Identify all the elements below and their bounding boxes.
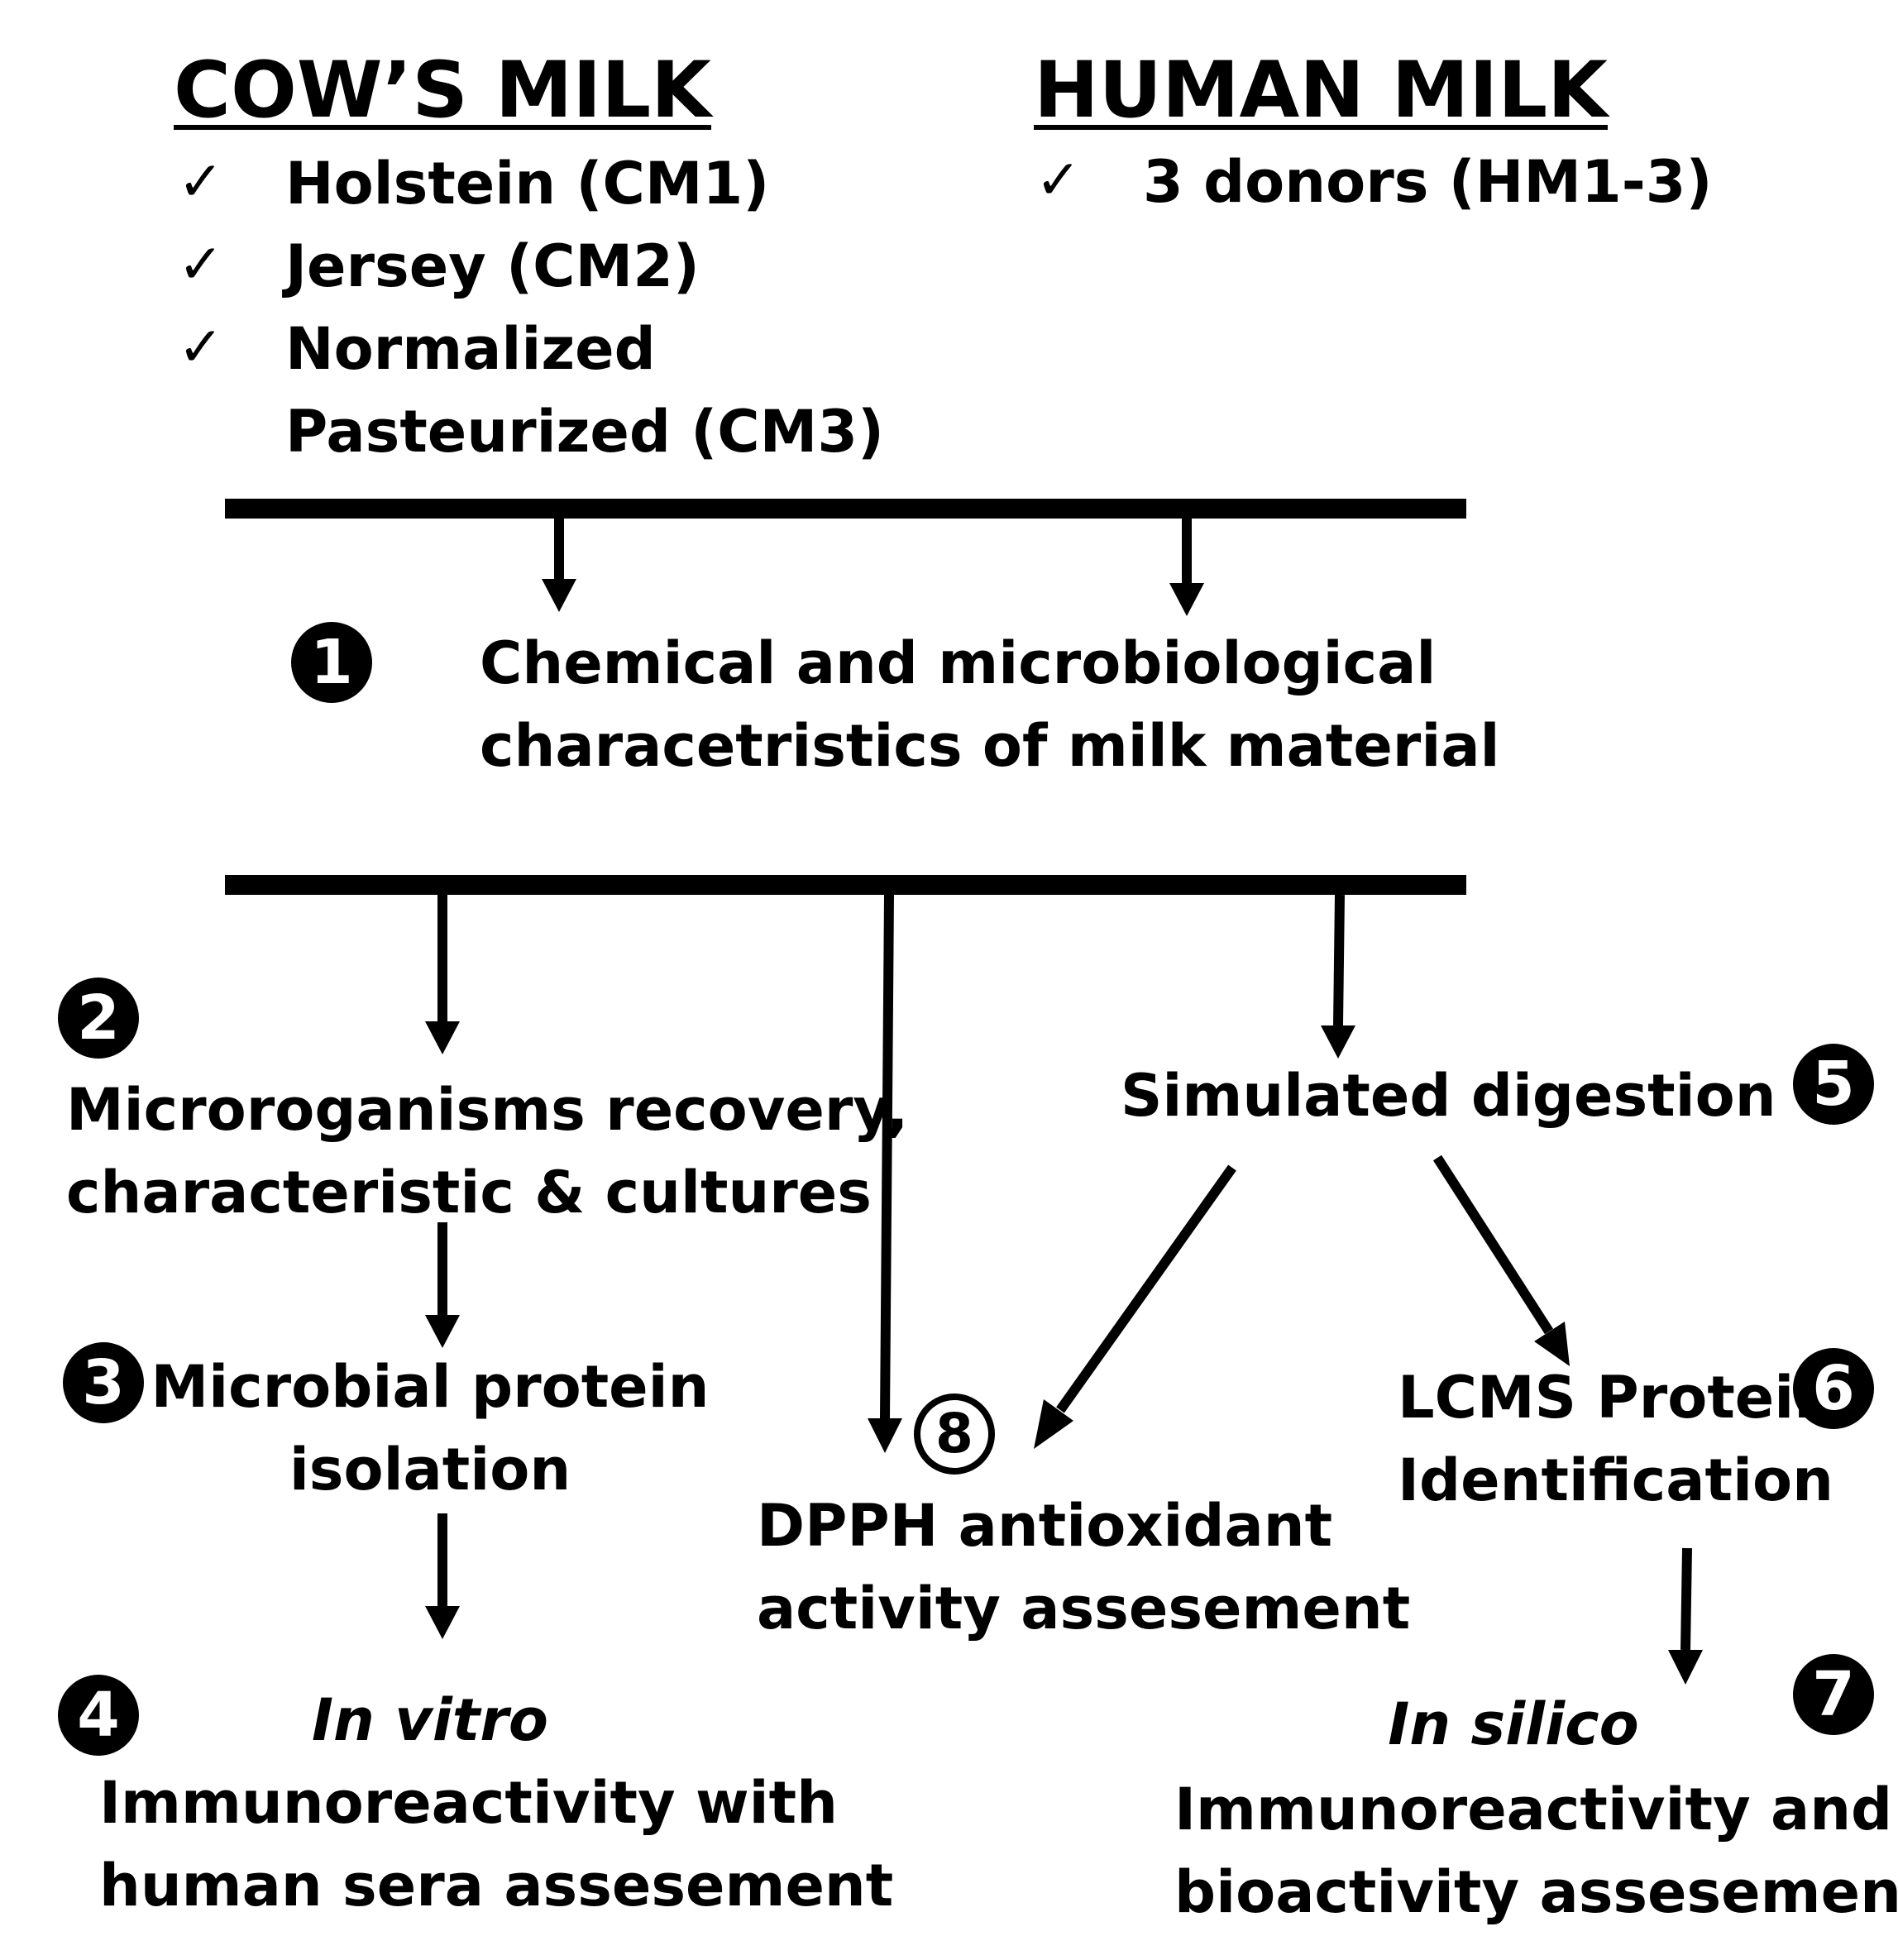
step-3-line2: isolation (289, 1436, 571, 1503)
step-1-line2: characetristics of milk material (480, 712, 1500, 780)
arrow-to-step8 (868, 894, 902, 1453)
step-4-line3: human sera assesement (99, 1852, 894, 1919)
step-3-line1: Microbial protein (151, 1353, 710, 1421)
cows-milk-item-2: Jersey (CM2) (285, 232, 700, 300)
check-icon: ✓ (178, 315, 224, 379)
step-8-badge: 8 (914, 1394, 995, 1475)
step-4-badge: 4 (58, 1675, 139, 1756)
step-6-line1: LCMS Protein (1398, 1364, 1836, 1432)
step-1-badge: 1 (291, 622, 372, 703)
arrow-step3-to-step4 (425, 1513, 460, 1639)
arrow-step5-to-step6 (1432, 1154, 1570, 1366)
step-4-line2: Immunoreactivity with (99, 1769, 838, 1837)
arrow-to-step5 (1321, 894, 1355, 1059)
step-7-badge: 7 (1793, 1654, 1874, 1735)
step-2-line2: characteristic & cultures (66, 1159, 872, 1226)
step-8-line2: activity assesement (757, 1575, 1411, 1642)
arrow-step2-to-step3 (425, 1222, 460, 1348)
check-icon: ✓ (178, 232, 224, 296)
human-milk-item-1: 3 donors (HM1-3) (1143, 148, 1713, 216)
step-7-line1: In silico (1388, 1690, 1639, 1758)
check-icon: ✓ (1035, 148, 1082, 212)
step-2-badge: 2 (58, 978, 139, 1059)
step-5-line1: Simulated digestion (1121, 1062, 1776, 1130)
step-6-line2: Identification (1398, 1446, 1833, 1514)
arrow-step6-to-step7 (1668, 1547, 1703, 1685)
step-7-line2: Immunoreactivity and (1174, 1776, 1893, 1843)
step-7-line3: bioactivity assesement (1174, 1858, 1898, 1926)
step-6-badge: 6 (1793, 1348, 1874, 1429)
cows-milk-title: COW’S MILK (174, 45, 711, 136)
cows-milk-item-3-line2: Pasteurized (CM3) (285, 398, 885, 466)
cows-milk-item-1: Holstein (CM1) (285, 150, 770, 218)
step-1-line1: Chemical and microbiological (480, 629, 1437, 697)
step-4-line1: In vitro (312, 1686, 548, 1754)
cows-milk-item-3-line1: Normalized (285, 315, 656, 383)
step-2-line1: Microroganisms recovery, (66, 1076, 909, 1144)
human-milk-title: HUMAN MILK (1034, 45, 1608, 136)
step-3-badge: 3 (63, 1342, 144, 1423)
arrow-step5-to-step8 (1034, 1164, 1236, 1449)
arrow-top-left (542, 519, 576, 612)
step-8-line1: DPPH antioxidant (757, 1492, 1333, 1560)
check-icon: ✓ (178, 150, 224, 213)
step-5-badge: 5 (1793, 1044, 1874, 1125)
arrow-top-right (1169, 519, 1204, 616)
arrow-to-step2 (425, 895, 460, 1054)
